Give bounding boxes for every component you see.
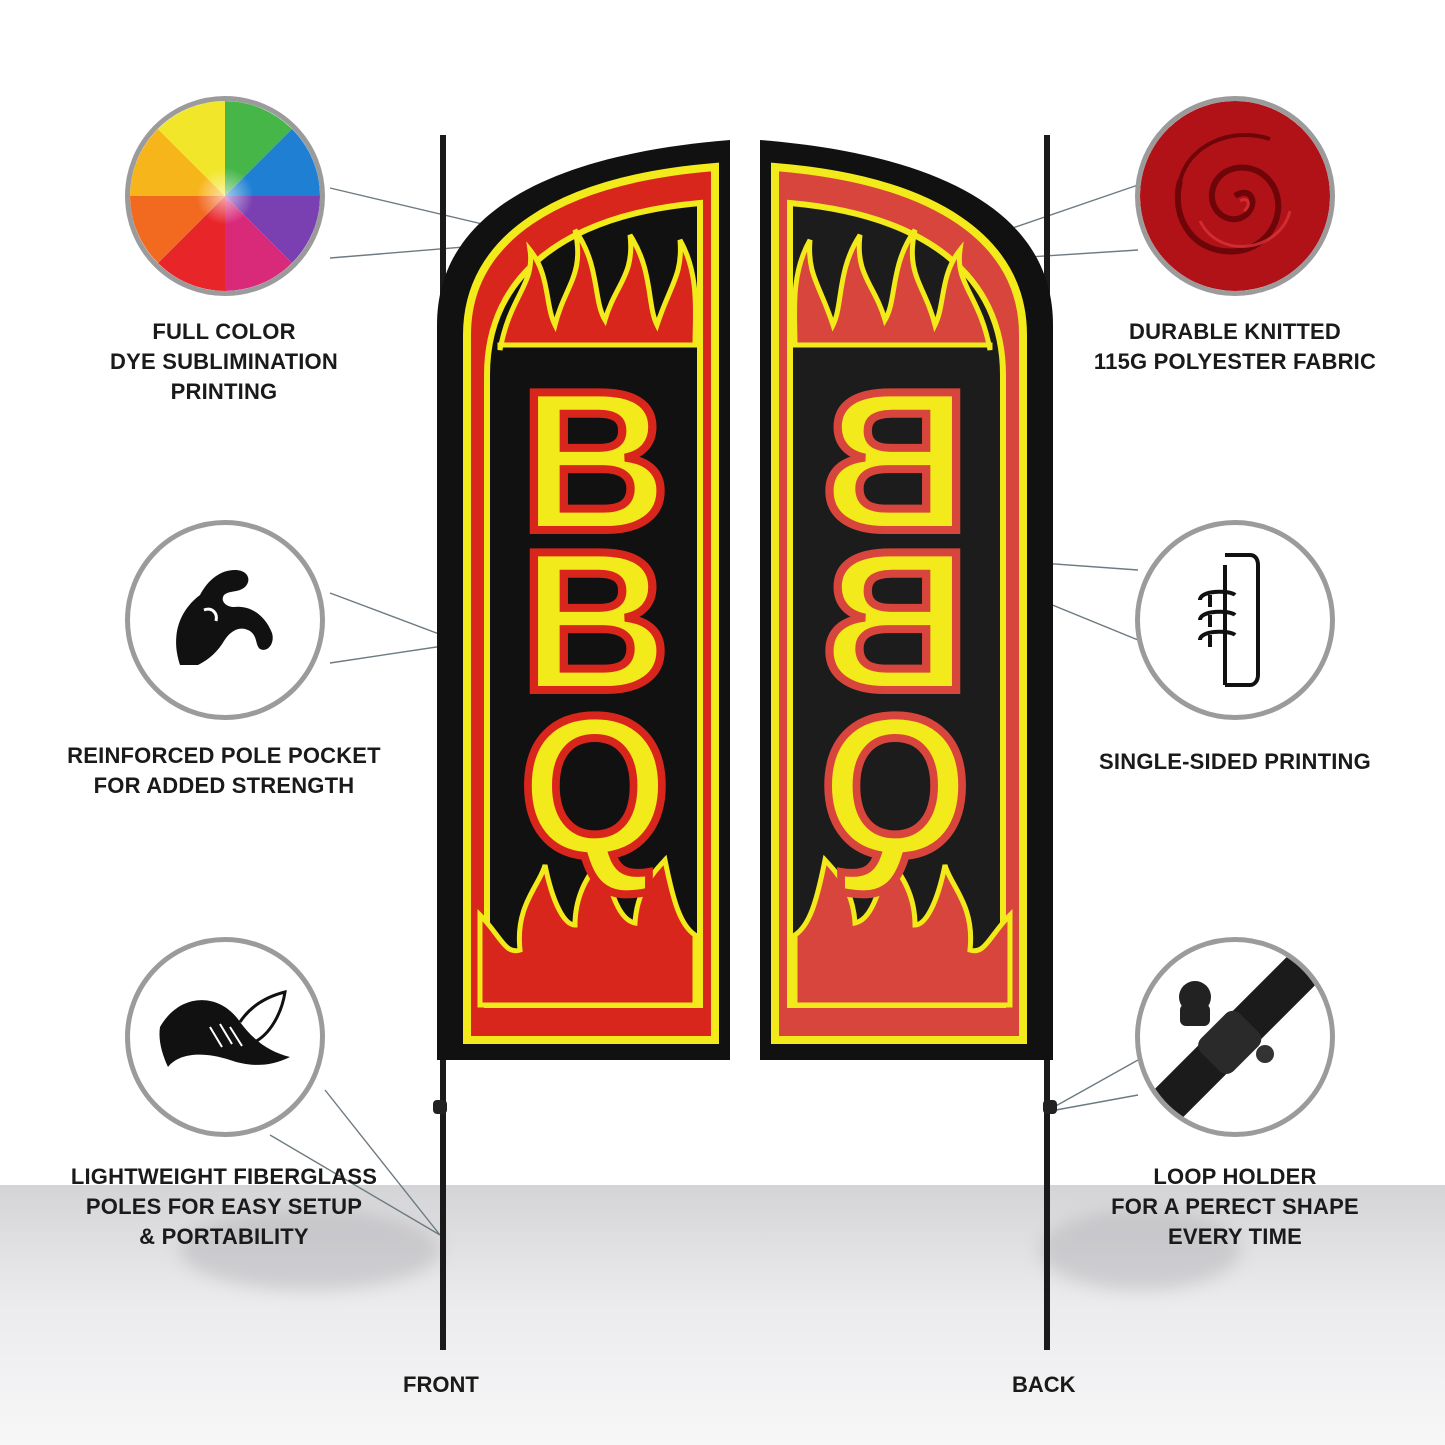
color-wheel-icon [130,101,320,291]
back-label: BACK [1012,1372,1076,1397]
front-flag-letter-q: Q [520,675,670,898]
fabric-circle [1135,96,1335,296]
front-flag-letter-b1: B [520,350,670,573]
front-flag: B B Q [433,135,730,1350]
front-flag-letter-b2: B [520,510,670,733]
single-side-print-icon [1198,553,1260,687]
back-flag-letter-q: Q [820,675,970,898]
fiberglass-label: LIGHTWEIGHT FIBERGLASS POLES FOR EASY SE… [70,1164,378,1249]
back-flag: B B Q [760,135,1057,1350]
back-flag-letter-b1: B [820,350,970,573]
loop-holder-label: LOOP HOLDER FOR A PERECT SHAPE EVERY TIM… [1111,1164,1359,1249]
full-color-label: FULL COLOR DYE SUBLIMINATION PRINTING [110,319,338,404]
feather-icon [159,989,290,1067]
fiberglass-circle [125,937,325,1137]
pole-pocket-label: REINFORCED POLE POCKET FOR ADDED STRENGT… [67,743,381,798]
loop-holder-circle [1135,937,1335,1137]
muscle-arm-icon [176,570,273,665]
loop-holder-icon [1146,942,1330,1126]
single-sided-circle [1135,520,1335,720]
front-label: FRONT [403,1372,479,1397]
flag-shadow-back [1040,1210,1240,1290]
pole-pocket-circle [125,520,325,720]
full-color-circle [125,96,325,296]
fabric-label: DURABLE KNITTED 115G POLYESTER FABRIC [1093,319,1377,374]
fabric-swirl-icon [1140,101,1330,291]
floor-background [0,1185,1445,1445]
single-sided-label: SINGLE-SIDED PRINTING [1099,749,1371,774]
back-flag-letter-b2: B [820,510,970,733]
